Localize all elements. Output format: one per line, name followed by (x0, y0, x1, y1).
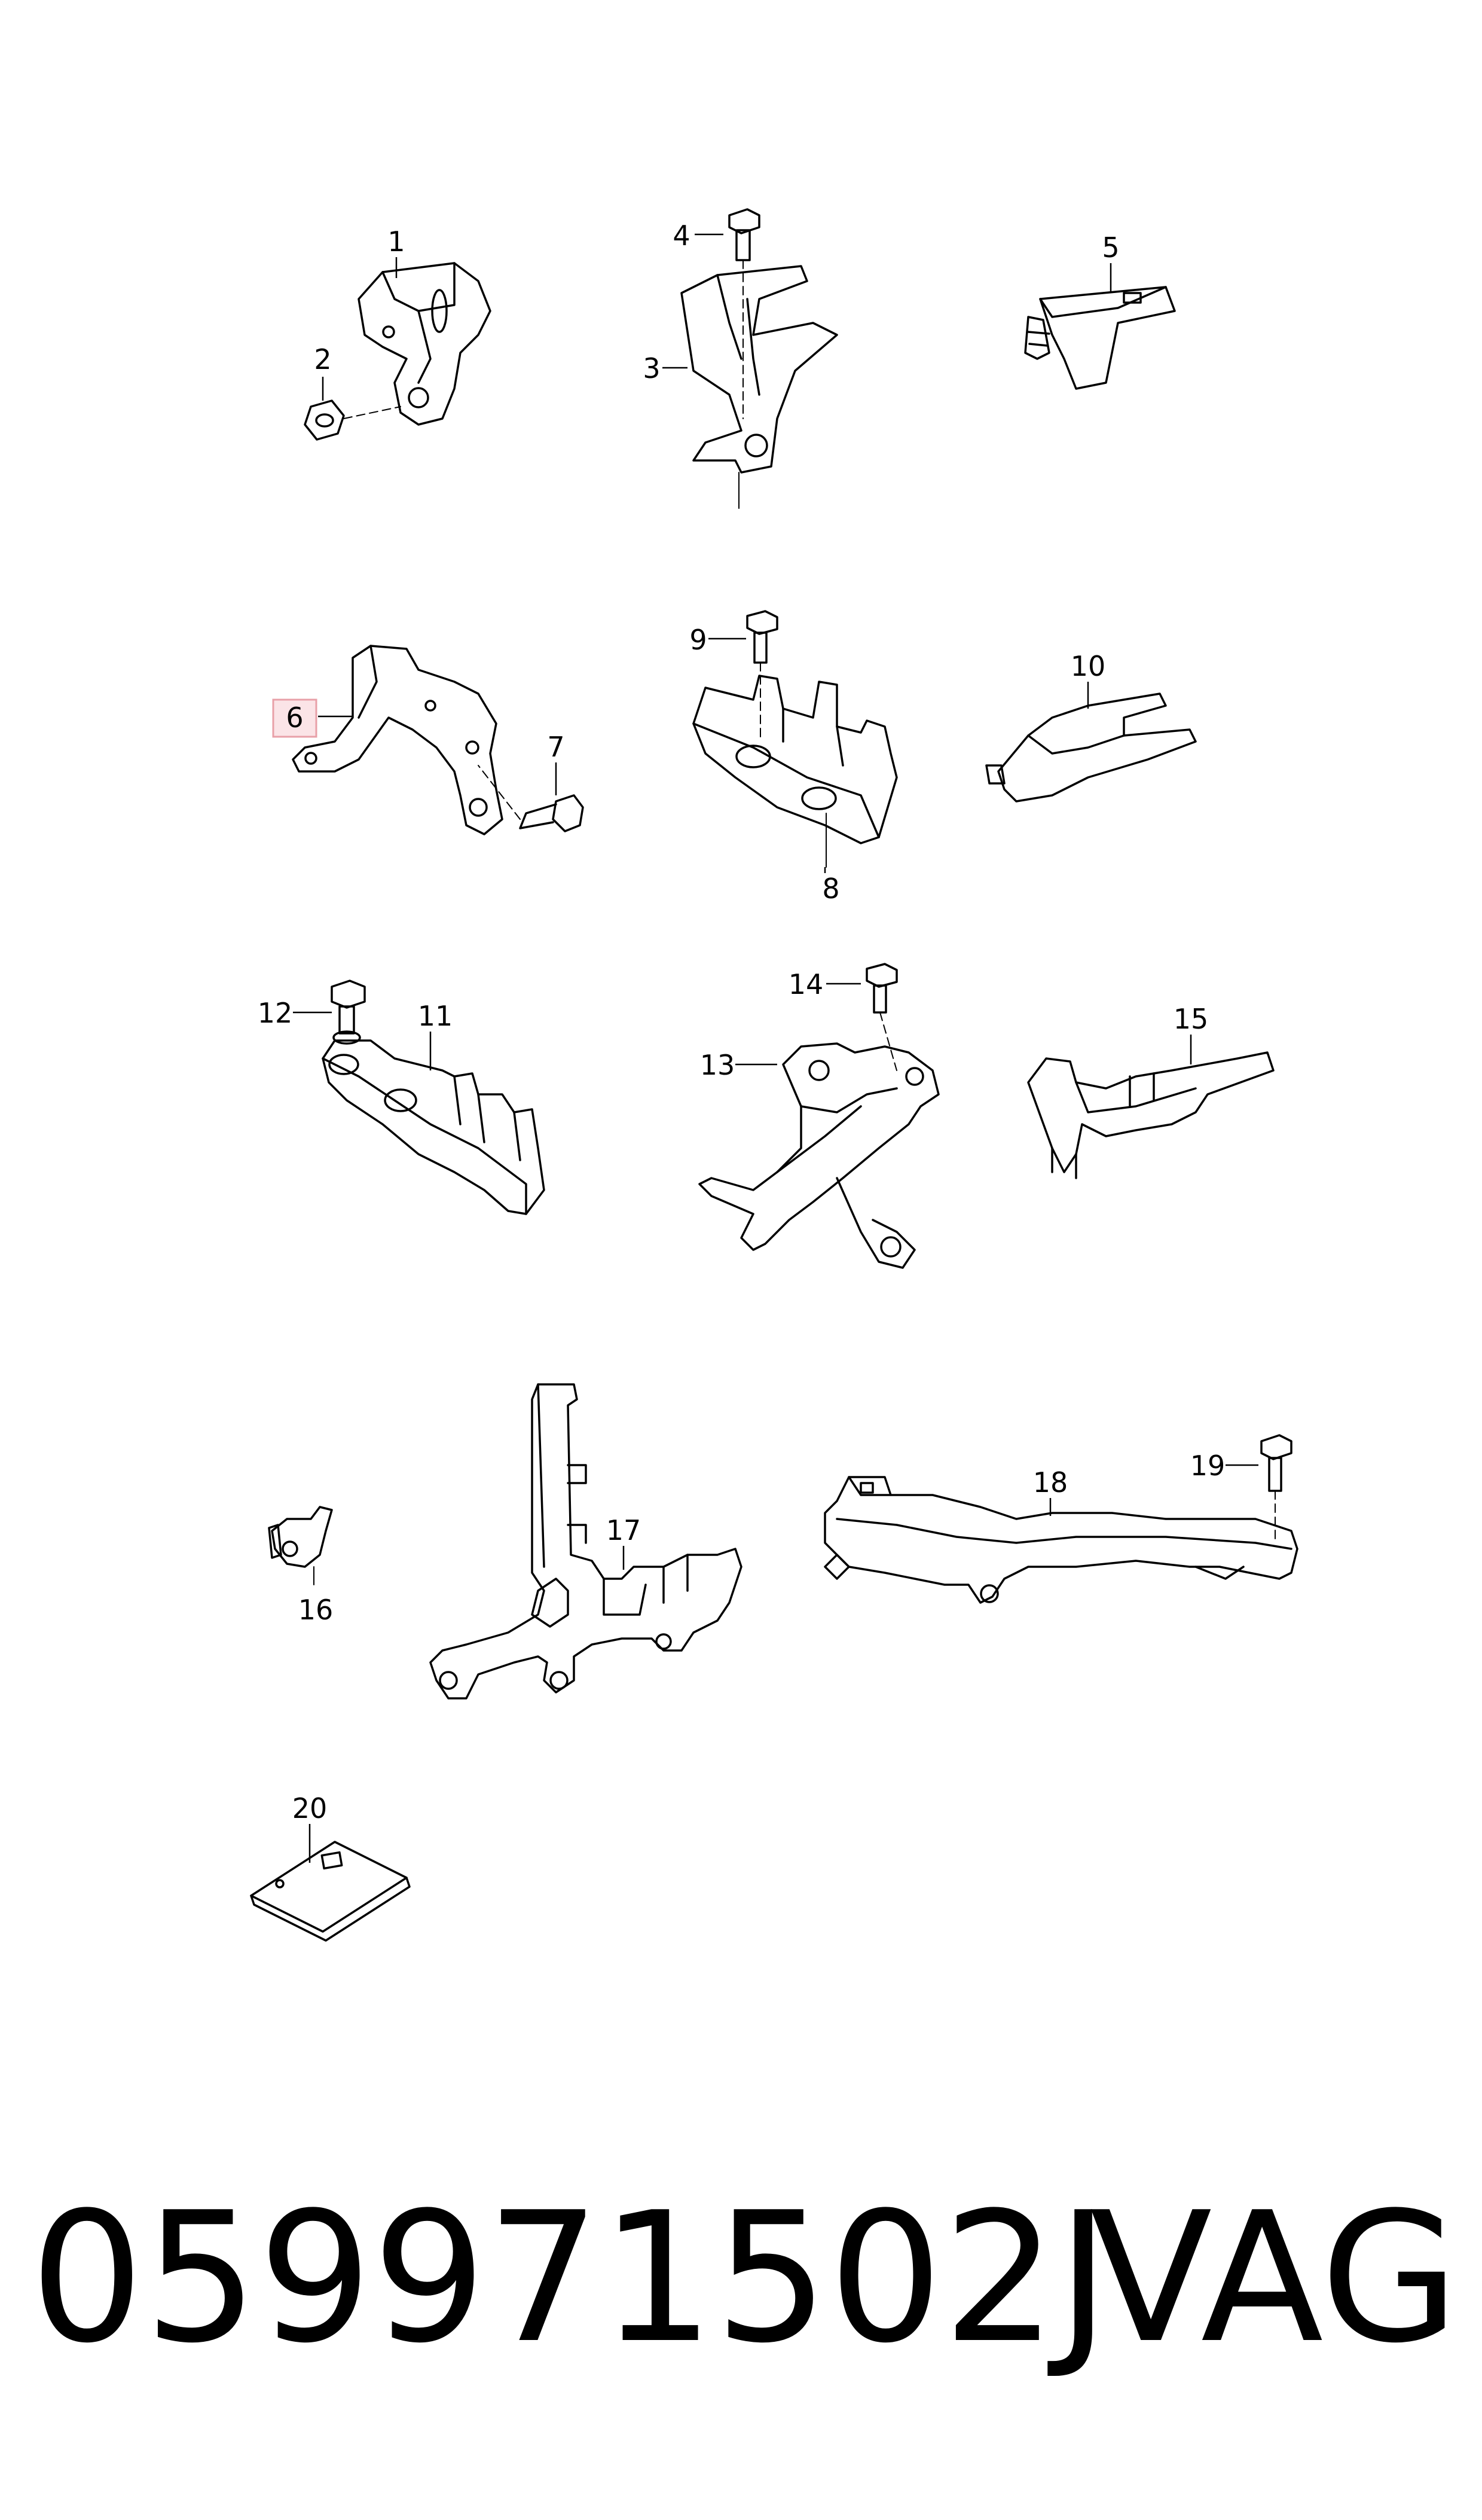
callout-3[interactable]: 3 (643, 352, 660, 385)
callout-18[interactable]: 18 (1033, 1466, 1068, 1499)
callout-2[interactable]: 2 (314, 343, 331, 376)
callout-13[interactable]: 13 (700, 1049, 735, 1081)
callout-labels: 1 2 3 4 5 6 7 8 9 10 11 12 13 14 15 16 1… (258, 219, 1226, 1825)
part-12-bolt (332, 981, 365, 1044)
part-2-nut (305, 401, 401, 440)
part-7-bolt (478, 765, 583, 831)
brand-caption: VAG (1089, 2174, 1459, 2382)
callout-15[interactable]: 15 (1174, 1003, 1209, 1035)
highlight-box-6 (272, 698, 317, 738)
part-3-bracket (682, 266, 837, 508)
part-6-bracket (293, 646, 502, 834)
callout-20[interactable]: 20 (292, 1792, 328, 1825)
part-13-bracket (699, 1044, 939, 1268)
part-16-clip (269, 1507, 332, 1585)
callout-7[interactable]: 7 (547, 731, 564, 763)
callout-5[interactable]: 5 (1102, 231, 1119, 264)
part-11-bracket (323, 1041, 544, 1214)
part-18-bracket (825, 1477, 1297, 1603)
part-19-bolt (1261, 1435, 1291, 1543)
part-10-clip (986, 694, 1196, 801)
callout-10[interactable]: 10 (1071, 650, 1106, 682)
part-5-clip (1025, 287, 1175, 389)
callout-16[interactable]: 16 (298, 1594, 334, 1626)
callout-1[interactable]: 1 (387, 225, 405, 258)
part-1-bracket (359, 263, 490, 425)
part-8-bracket (693, 676, 897, 867)
callout-11[interactable]: 11 (418, 1000, 453, 1032)
callout-8[interactable]: 8 (822, 872, 839, 905)
part-17-holder (430, 1384, 741, 1698)
part-4-bolt (729, 209, 759, 419)
part-number-caption: 059971502J (30, 2174, 1110, 2382)
part-14-bolt (867, 964, 897, 1070)
part-15-holder (1028, 1052, 1273, 1178)
callout-17[interactable]: 17 (606, 1514, 641, 1546)
callout-9[interactable]: 9 (689, 624, 707, 656)
callout-19[interactable]: 19 (1190, 1450, 1226, 1482)
callout-4[interactable]: 4 (673, 219, 690, 252)
callout-12[interactable]: 12 (258, 997, 293, 1029)
part-20-plate (251, 1842, 410, 1941)
callout-6[interactable]: 6 (286, 701, 303, 734)
callout-14[interactable]: 14 (789, 968, 824, 1000)
part-9-bolt (747, 611, 777, 742)
leader-lines (293, 233, 1258, 1863)
